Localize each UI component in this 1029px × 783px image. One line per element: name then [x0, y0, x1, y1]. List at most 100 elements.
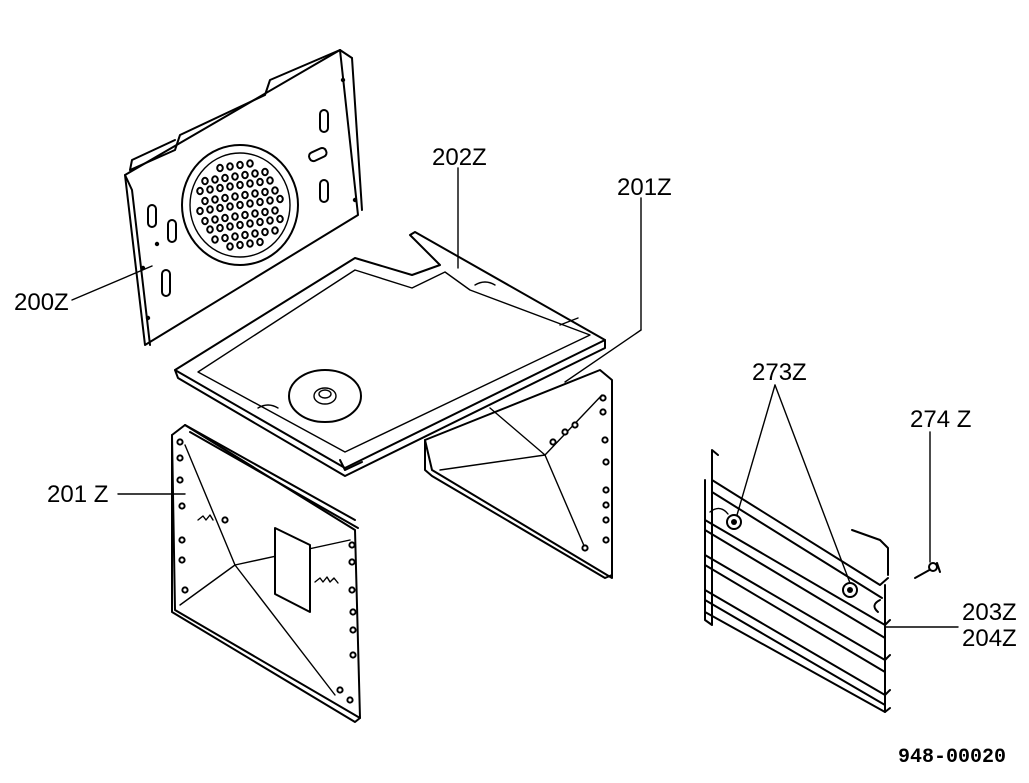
mounting-hole: [176, 476, 184, 484]
grille-hole: [271, 186, 279, 195]
mounting-hole: [602, 501, 610, 509]
grille-hole: [206, 225, 214, 234]
label-204z: 204Z: [962, 625, 1017, 652]
label-200z: 200Z: [14, 289, 69, 316]
grille-hole: [246, 239, 254, 248]
mounting-hole: [349, 651, 357, 659]
mounting-hole: [599, 394, 607, 402]
grille-hole: [246, 199, 254, 208]
grille-hole: [266, 216, 274, 225]
grille-hole: [211, 235, 219, 244]
mounting-hole: [601, 436, 609, 444]
grille-hole: [236, 160, 244, 170]
mounting-hole: [581, 544, 589, 552]
shelf-rack: [704, 449, 891, 713]
grille-hole: [211, 195, 219, 204]
grille-hole: [201, 196, 209, 206]
grille-hole: [221, 213, 229, 223]
mounting-hole: [221, 516, 229, 524]
grille-hole: [246, 219, 254, 228]
label-201z-right: 201Z: [617, 174, 672, 201]
grille-hole: [276, 194, 284, 204]
grille-hole: [216, 183, 224, 193]
mounting-hole: [178, 556, 186, 564]
mounting-hole: [346, 696, 354, 704]
grille-hole: [231, 172, 239, 181]
mounting-hole: [176, 454, 184, 462]
grille-hole: [251, 189, 259, 198]
grille-hole: [261, 227, 269, 237]
grille-hole: [236, 180, 244, 190]
grille-hole: [221, 193, 229, 203]
label-202z: 202Z: [432, 144, 487, 171]
grille-hole: [256, 177, 264, 187]
rear-panel-200z: [124, 49, 363, 346]
grille-hole: [221, 173, 229, 183]
mounting-hole: [549, 438, 557, 446]
reference-number: 948-00020: [898, 746, 1006, 769]
grille-hole: [241, 210, 249, 220]
mounting-hole: [602, 486, 610, 494]
grille-hole: [216, 223, 224, 233]
label-274z: 274 Z: [910, 406, 971, 433]
grille-hole: [226, 242, 234, 251]
grille-hole: [231, 212, 239, 221]
grille-hole: [246, 159, 254, 168]
mounting-hole: [602, 516, 610, 524]
grille-hole: [201, 216, 209, 226]
grille-hole: [276, 214, 284, 224]
mounting-hole: [181, 586, 189, 594]
grille-hole: [236, 240, 244, 250]
grille-hole: [196, 206, 204, 216]
grille-hole: [251, 229, 259, 238]
mounting-hole: [599, 408, 607, 416]
mounting-hole: [178, 502, 186, 510]
grille-hole: [241, 230, 249, 240]
grille-hole: [211, 215, 219, 224]
grille-hole: [261, 207, 269, 217]
mounting-hole: [349, 608, 357, 616]
grille-hole: [236, 200, 244, 210]
vent-dish: [288, 369, 362, 423]
side-panel-201z-right: [424, 369, 613, 579]
leader-lines: [71, 167, 959, 628]
grille-hole: [196, 186, 204, 196]
label-273z: 273Z: [752, 359, 807, 386]
grille-hole: [256, 237, 264, 247]
mounting-hole: [602, 458, 610, 466]
mounting-hole: [571, 421, 579, 429]
grille-hole: [231, 232, 239, 241]
grille-hole: [266, 176, 274, 185]
mounting-hole: [349, 626, 357, 634]
label-201z-left: 201 Z: [47, 481, 108, 508]
grille-hole: [226, 222, 234, 231]
grille-hole: [216, 203, 224, 213]
grille-hole: [211, 175, 219, 184]
grille-hole: [201, 176, 209, 186]
grille-hole: [271, 226, 279, 235]
grille-hole: [266, 196, 274, 205]
grille-hole: [261, 167, 269, 177]
mounting-hole: [176, 438, 184, 446]
mounting-hole: [348, 541, 356, 549]
grille-hole: [256, 217, 264, 227]
grille-hole: [206, 205, 214, 214]
top-panel-202z: [174, 231, 606, 477]
grille-hole: [226, 182, 234, 191]
mounting-hole: [602, 536, 610, 544]
mounting-hole: [178, 536, 186, 544]
grille-hole: [206, 185, 214, 194]
grille-hole: [241, 170, 249, 180]
grille-holes: [196, 159, 284, 251]
grille-hole: [251, 169, 259, 178]
mounting-hole: [348, 558, 356, 566]
side-panel-201z-left: [171, 424, 361, 723]
mounting-hole: [561, 428, 569, 436]
screw-274z: [914, 562, 941, 579]
label-203z: 203Z: [962, 599, 1017, 626]
grille-hole: [226, 162, 234, 171]
grille-hole: [226, 202, 234, 211]
grille-hole: [251, 209, 259, 218]
grille-hole: [221, 233, 229, 243]
